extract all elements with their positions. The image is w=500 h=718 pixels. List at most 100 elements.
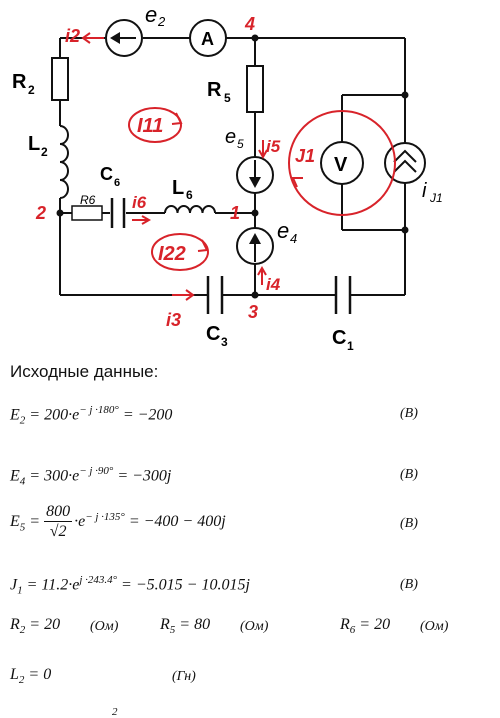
- e2-formula: E2 = 200·e− j ·180° = −200: [10, 404, 172, 427]
- resistor-R5: [246, 65, 264, 113]
- r5-unit: (Ом): [240, 619, 269, 634]
- e2-result: = −200: [118, 406, 173, 424]
- e5-symbol-sub: 5: [19, 521, 26, 534]
- source-e5: [236, 156, 274, 194]
- R2-sub: 2: [28, 83, 35, 97]
- r5-expr: = 80: [175, 616, 211, 633]
- j1-unit: (B): [400, 577, 418, 592]
- e2-label: e: [145, 2, 157, 27]
- r5-formula: R5 = 80: [160, 616, 210, 636]
- e5-unit: (B): [400, 516, 418, 531]
- ammeter-icon: [189, 19, 227, 57]
- iJ1-label: i: [422, 180, 427, 202]
- e4-expr: = 300·e: [25, 467, 80, 485]
- r6-expr: = 20: [355, 616, 391, 633]
- I11-label: I11: [137, 115, 163, 137]
- l2-expr: = 0: [24, 666, 52, 683]
- i4-label: i4: [266, 275, 281, 294]
- I22-label: I22: [158, 243, 186, 265]
- e2-expr: = 200·e: [25, 406, 80, 424]
- iJ1-sub: J1: [429, 191, 443, 205]
- capacitor-C3: [206, 276, 224, 314]
- current-source-J1: [384, 142, 426, 184]
- e5-fraction: 800√2: [44, 503, 73, 542]
- r6-symbol-sub: 6: [349, 624, 356, 637]
- e5-numerator: 800: [44, 503, 73, 522]
- node-4-label: 4: [244, 14, 255, 34]
- i6-label: i6: [132, 193, 147, 212]
- i2-label: i2: [65, 26, 80, 46]
- capacitor-C1: [334, 276, 352, 314]
- e4-formula: E4 = 300·e− j ·90° = −300j: [10, 465, 171, 488]
- capacitor-C6: [110, 198, 126, 228]
- resistor-R6: [71, 205, 103, 221]
- R2-label: R: [12, 71, 27, 93]
- r6-unit: (Ом): [420, 619, 449, 634]
- ammeter-label: A: [201, 29, 214, 49]
- i5-label: i5: [266, 137, 281, 156]
- j1-result: = −5.015 − 10.015j: [117, 576, 250, 594]
- r2-unit: (Ом): [90, 619, 119, 634]
- j1-symbol: J: [10, 576, 18, 594]
- source-e2: [105, 19, 143, 57]
- i3-label: i3: [166, 310, 181, 330]
- node-1-label: 1: [230, 203, 240, 223]
- C3-label: C: [206, 323, 220, 345]
- r6-formula: R6 = 20: [340, 616, 390, 636]
- C1-sub: 1: [347, 339, 354, 353]
- L6-sub: 6: [186, 188, 193, 202]
- R5-label: R: [207, 79, 222, 101]
- l2-symbol-sub: 2: [18, 674, 25, 687]
- l2-symbol: L: [10, 666, 19, 683]
- voltmeter-icon: [320, 141, 364, 185]
- e4-symbol-sub: 4: [19, 475, 26, 488]
- red-annotations: [81, 32, 396, 301]
- e4-label: e: [277, 218, 289, 243]
- C1-label: C: [332, 327, 346, 349]
- L2-label: L: [28, 133, 40, 155]
- r2-symbol-sub: 2: [19, 624, 26, 637]
- j1-symbol-sub: 1: [17, 584, 23, 597]
- e5-result: = −400 − 400j: [124, 513, 226, 531]
- circuit-diagram: e 2 A R 2 L 2 R 5 e 5 R6 C 6 L 6 e 4 V: [12, 2, 443, 353]
- l2-unit: (Гн): [172, 669, 196, 684]
- inductor-L2: [59, 125, 69, 199]
- e5-denominator: √2: [49, 523, 67, 540]
- junction-dots: [56, 34, 409, 299]
- j1-formula: J1 = 11.2·ej ·243.4° = −5.015 − 10.015j: [10, 574, 250, 597]
- e5-label: e: [225, 126, 236, 148]
- cut-off-fragment: 2: [112, 706, 118, 718]
- J1-loop-label: J1: [295, 146, 315, 166]
- e2-symbol: E: [10, 406, 20, 424]
- e5-symbol: E: [10, 513, 20, 531]
- e2-symbol-sub: 2: [19, 414, 26, 427]
- r5-symbol-sub: 5: [169, 624, 176, 637]
- e5-expr: ·e: [74, 513, 86, 531]
- r2-formula: R2 = 20: [10, 616, 60, 636]
- C6-label: C: [100, 164, 113, 184]
- node-2-label: 2: [35, 203, 46, 223]
- e5-formula: E5 = 800√2·e− j ·135° = −400 − 400j: [10, 503, 226, 542]
- L6-label: L: [172, 177, 184, 199]
- C3-sub: 3: [221, 335, 228, 349]
- e4-symbol: E: [10, 467, 20, 485]
- e4-result: = −300j: [113, 467, 172, 485]
- e4-exponent: − j ·90°: [79, 465, 114, 477]
- e2-unit: (B): [400, 406, 418, 421]
- source-e4: [236, 227, 274, 265]
- e5-exponent: − j ·135°: [85, 510, 125, 523]
- R5-sub: 5: [224, 91, 231, 105]
- R6-label: R6: [80, 193, 96, 207]
- l2-formula: L2 = 0: [10, 666, 51, 686]
- e4-unit: (B): [400, 467, 418, 482]
- L2-sub: 2: [41, 145, 48, 159]
- j1-expr: = 11.2·e: [22, 576, 80, 594]
- r5-symbol: R: [160, 616, 170, 633]
- r2-expr: = 20: [25, 616, 61, 633]
- e2-sub: 2: [157, 14, 166, 29]
- r2-symbol: R: [10, 616, 20, 633]
- e4-sub: 4: [290, 231, 297, 246]
- r6-symbol: R: [340, 616, 350, 633]
- resistor-R2: [51, 57, 69, 101]
- given-data-heading: Исходные данные:: [10, 362, 159, 381]
